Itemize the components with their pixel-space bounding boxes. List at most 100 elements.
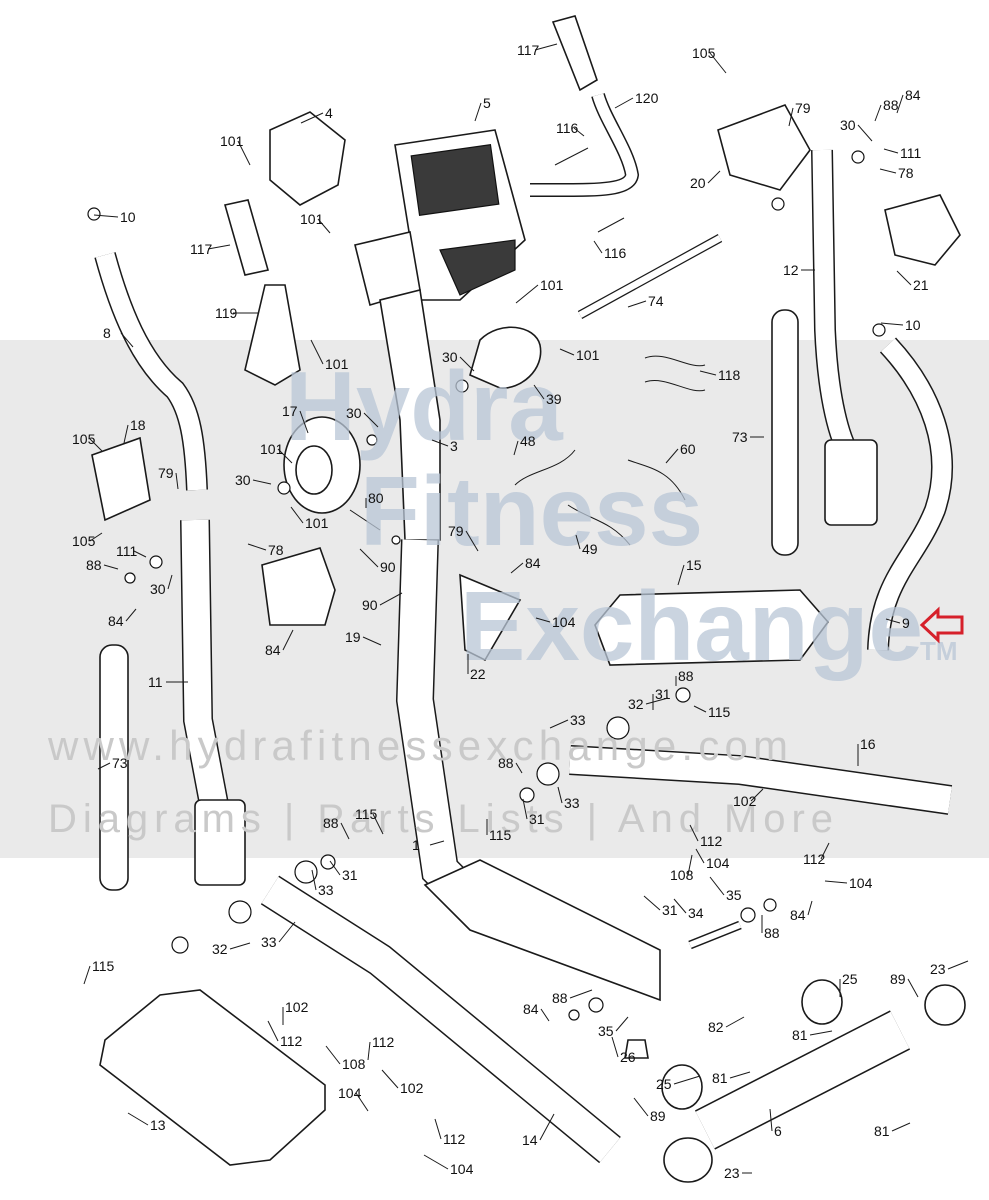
callout-label-10: 10: [120, 209, 136, 225]
callout-label-111: 111: [116, 543, 137, 559]
part-tube-73-right: [771, 309, 799, 556]
callout-label-88: 88: [678, 668, 694, 684]
part-leveler-26: [624, 1039, 649, 1059]
callout-label-116: 116: [604, 245, 627, 261]
callout-leader-8: [120, 332, 134, 348]
callout-label-101: 101: [305, 515, 329, 531]
callout-label-105: 105: [72, 533, 96, 549]
callout-leader-15: [677, 564, 685, 586]
callout-label-33: 33: [318, 882, 334, 898]
callout-leader-105: [89, 438, 103, 452]
callout-leader-33: [557, 786, 563, 804]
callout-label-60: 60: [680, 441, 696, 457]
callout-leader-111: [133, 550, 147, 558]
callout-label-88: 88: [86, 557, 102, 573]
callout-leader-81: [891, 1122, 911, 1132]
callout-leader-34: [673, 898, 687, 914]
callout-label-90: 90: [380, 559, 396, 575]
part-grip-117-left: [223, 199, 270, 276]
callout-leader-35: [709, 876, 725, 896]
callout-label-31: 31: [662, 902, 678, 918]
callout-leader-115: [83, 965, 91, 985]
callout-leader-88: [515, 762, 523, 774]
part-shroud-21: [884, 194, 961, 266]
callout-label-30: 30: [346, 405, 362, 421]
callout-leader-101: [559, 348, 575, 356]
callout-label-3: 3: [450, 438, 458, 454]
part-arm-8: [95, 252, 207, 491]
callout-leader-101: [310, 339, 324, 365]
callout-leader-33: [278, 921, 296, 943]
callout-label-35: 35: [726, 887, 742, 903]
callout-leader-101: [317, 218, 331, 234]
callout-label-31: 31: [529, 811, 545, 827]
callout-label-112: 112: [443, 1131, 466, 1147]
part-pedal-13: [99, 989, 326, 1166]
callout-label-84: 84: [525, 555, 541, 571]
callout-label-78: 78: [268, 542, 284, 558]
part-shroud-18: [91, 436, 151, 522]
part-arm-12-fork: [824, 439, 878, 526]
part-axle-74: [578, 235, 722, 318]
part-arm-9: [868, 338, 952, 651]
callout-label-17: 17: [282, 403, 298, 419]
callout-leader-90: [359, 548, 379, 568]
callout-label-102: 102: [400, 1080, 424, 1096]
callout-leader-105: [709, 52, 727, 74]
callout-label-9: 9: [902, 615, 910, 631]
callout-label-19: 19: [345, 629, 361, 645]
callout-leader-116: [573, 127, 585, 137]
callout-label-102: 102: [733, 793, 757, 809]
callout-label-49: 49: [582, 541, 598, 557]
callout-label-1: 1: [412, 837, 420, 853]
callout-label-12: 12: [783, 262, 799, 278]
callout-leader-101: [237, 140, 251, 166]
callout-leader-4: [300, 112, 324, 124]
callout-label-31: 31: [342, 867, 358, 883]
callout-label-11: 11: [148, 674, 163, 690]
callout-label-32: 32: [212, 941, 228, 957]
console-display: [410, 144, 500, 216]
part-grip-117-top: [551, 15, 598, 92]
watermark-brand-line3: Exchange: [460, 571, 923, 681]
callout-label-39: 39: [546, 391, 562, 407]
callout-label-115: 115: [489, 827, 512, 843]
callout-label-104: 104: [849, 875, 873, 891]
callout-leader-13: [127, 1112, 149, 1126]
part-wheel-25-right: [801, 979, 843, 1025]
watermark-brand-line2: Fitness: [360, 456, 703, 566]
callout-label-101: 101: [220, 133, 244, 149]
callout-label-115: 115: [92, 958, 115, 974]
callout-label-33: 33: [261, 934, 277, 950]
callout-label-78: 78: [898, 165, 914, 181]
callout-label-112: 112: [372, 1034, 395, 1050]
part-wire-118: [644, 355, 706, 392]
callout-leader-120: [614, 97, 634, 109]
callout-leader-104: [535, 617, 551, 623]
part-arm-11: [181, 519, 229, 813]
callout-label-25: 25: [842, 971, 858, 987]
callout-leader-25: [673, 1075, 701, 1085]
console-keypad: [439, 239, 516, 296]
callout-leader-101: [290, 506, 304, 524]
part-cap-23-right: [924, 984, 966, 1026]
callout-label-88: 88: [552, 990, 568, 1006]
callout-leader-60: [665, 448, 679, 464]
callout-label-20: 20: [690, 175, 706, 191]
callout-leader-112: [267, 1020, 279, 1042]
callout-label-90: 90: [362, 597, 378, 613]
callout-leader-102: [381, 1069, 399, 1089]
callout-leader-32: [645, 697, 669, 705]
callout-label-115: 115: [708, 704, 731, 720]
part-bolt-116-lower: [597, 217, 625, 233]
callout-label-117: 117: [190, 241, 213, 257]
callout-leader-10: [880, 322, 904, 326]
callout-leader-33: [549, 719, 569, 729]
callout-label-112: 112: [700, 833, 723, 849]
callout-label-84: 84: [108, 613, 124, 629]
callout-leader-115: [372, 813, 384, 835]
callout-label-15: 15: [686, 557, 702, 573]
part-shroud-4: [269, 111, 346, 206]
callout-leader-82: [725, 1016, 745, 1028]
